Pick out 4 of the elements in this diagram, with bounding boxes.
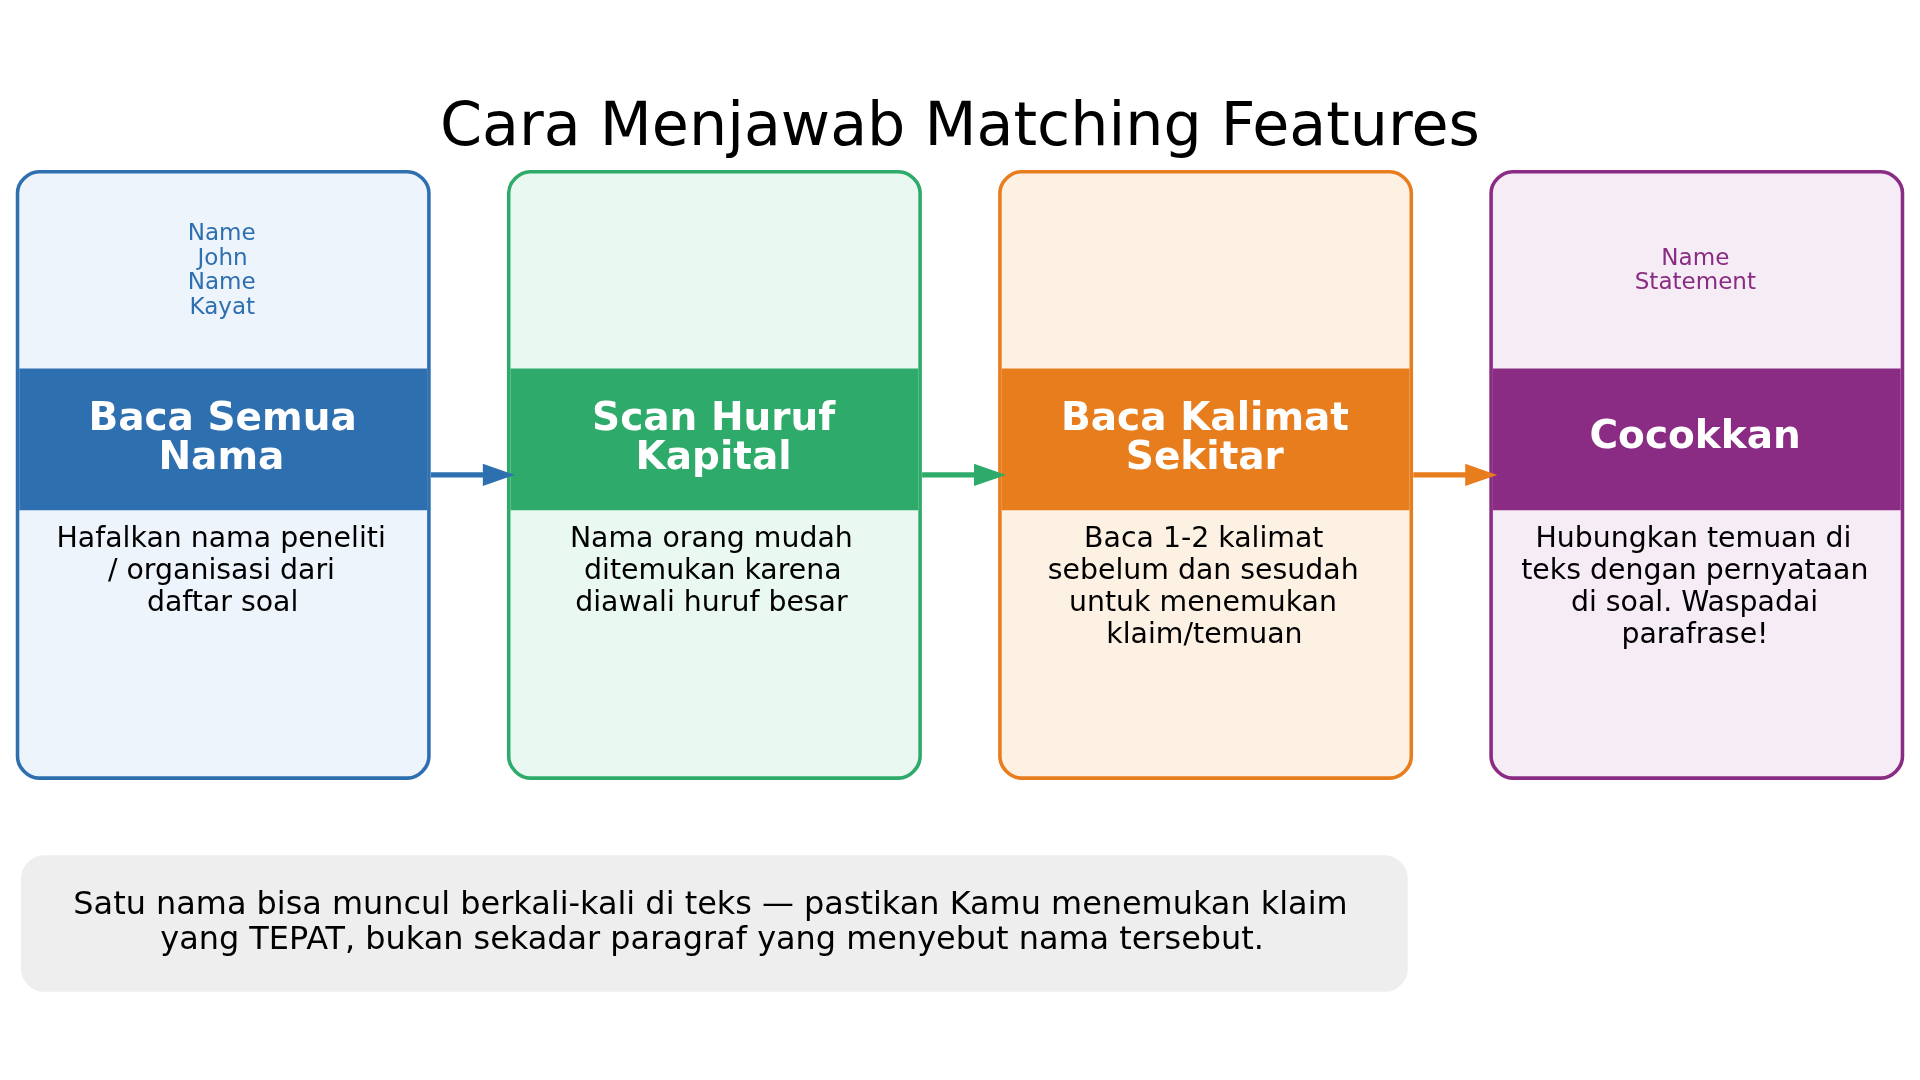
arrow — [1413, 463, 1498, 486]
arrow — [922, 463, 1007, 486]
diagram-title: Cara Menjawab Matching Features — [439, 88, 1481, 159]
arrow — [430, 463, 515, 486]
